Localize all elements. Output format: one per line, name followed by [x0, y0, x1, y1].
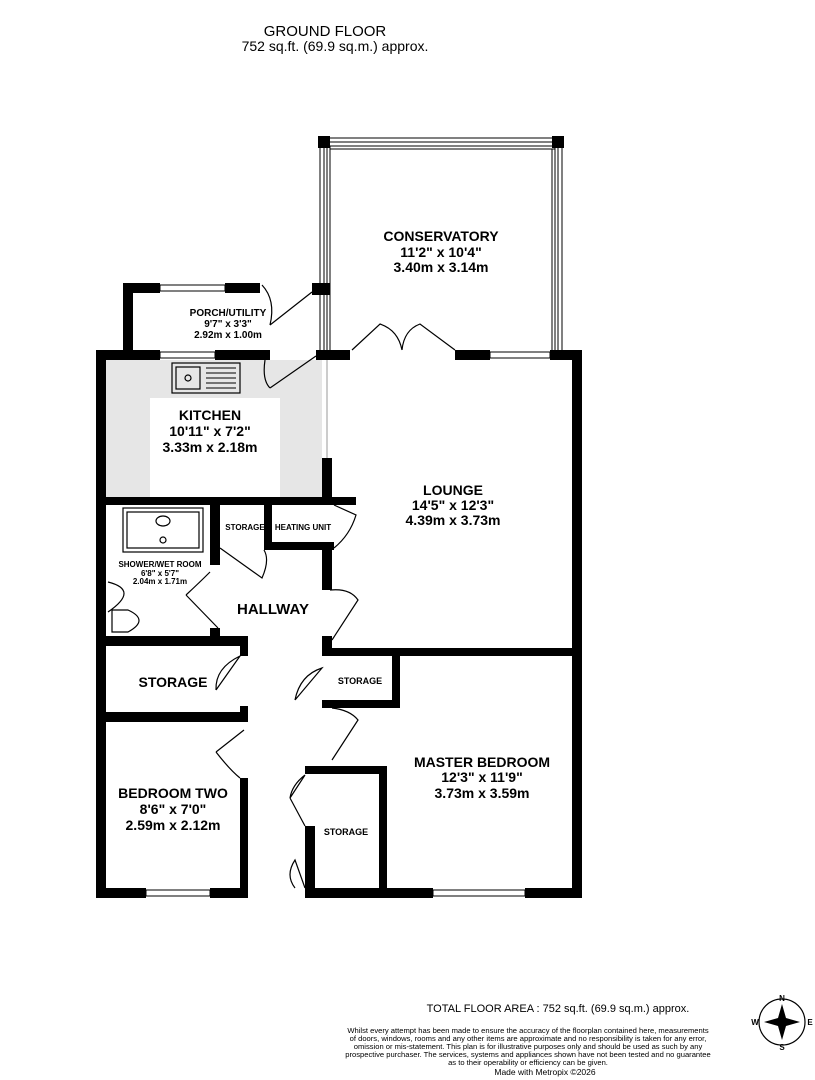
floor-area: 752 sq.ft. (69.9 sq.m.) approx. [242, 38, 429, 54]
svg-text:8'6" x 7'0": 8'6" x 7'0" [140, 801, 207, 817]
room-bedroom-two: BEDROOM TWO 8'6" x 7'0" 2.59m x 2.12m [118, 785, 228, 833]
svg-text:of doors, windows, rooms and a: of doors, windows, rooms and any other i… [350, 1034, 707, 1043]
svg-text:LOUNGE: LOUNGE [423, 482, 483, 498]
svg-text:2.59m x 2.12m: 2.59m x 2.12m [126, 817, 221, 833]
svg-text:PORCH/UTILITY: PORCH/UTILITY [190, 308, 267, 319]
room-storage-hall: STORAGE [225, 523, 265, 532]
svg-text:11'2" x 10'4": 11'2" x 10'4" [400, 244, 481, 260]
svg-text:E: E [807, 1018, 813, 1027]
svg-text:S: S [779, 1043, 785, 1052]
svg-text:10'11" x 7'2": 10'11" x 7'2" [169, 423, 250, 439]
room-storage-lounge: STORAGE [338, 676, 382, 686]
svg-text:3.40m x 3.14m: 3.40m x 3.14m [394, 259, 489, 275]
svg-text:omission or mis-statement. Thi: omission or mis-statement. This plan is … [354, 1042, 703, 1051]
svg-text:Whilst every attempt has been: Whilst every attempt has been made to en… [347, 1026, 709, 1035]
total-floor-area: TOTAL FLOOR AREA : 752 sq.ft. (69.9 sq.m… [427, 1003, 690, 1015]
walls [96, 283, 582, 898]
svg-text:KITCHEN: KITCHEN [179, 407, 241, 423]
svg-text:as to their operability or eff: as to their operability or efficiency ca… [448, 1058, 608, 1067]
svg-text:3.73m x 3.59m: 3.73m x 3.59m [435, 785, 530, 801]
room-porch: PORCH/UTILITY 9'7" x 3'3" 2.92m x 1.00m [190, 308, 267, 341]
toilet-icon [111, 609, 140, 633]
svg-text:14'5" x 12'3": 14'5" x 12'3" [412, 497, 494, 513]
windows [145, 284, 551, 897]
shower-tray-icon [122, 507, 204, 553]
kitchen-worktops [106, 360, 322, 497]
svg-text:2.92m x 1.00m: 2.92m x 1.00m [194, 330, 262, 341]
svg-text:9'7" x 3'3": 9'7" x 3'3" [204, 319, 252, 330]
room-conservatory: CONSERVATORY 11'2" x 10'4" 3.40m x 3.14m [383, 228, 499, 275]
svg-text:12'3" x 11'9": 12'3" x 11'9" [441, 769, 522, 785]
svg-text:6'8" x 5'7": 6'8" x 5'7" [141, 569, 179, 578]
svg-text:W: W [751, 1018, 759, 1027]
floor-title: GROUND FLOOR [264, 23, 387, 40]
disclaimer: Whilst every attempt has been made to en… [345, 1026, 710, 1067]
svg-text:SHOWER/WET ROOM: SHOWER/WET ROOM [118, 560, 201, 569]
credit: Made with Metropix ©2026 [494, 1067, 596, 1077]
washbasin-icon [107, 581, 125, 613]
room-lounge: LOUNGE 14'5" x 12'3" 4.39m x 3.73m [406, 482, 501, 528]
svg-text:CONSERVATORY: CONSERVATORY [383, 228, 499, 244]
svg-text:prospective purchaser. The ser: prospective purchaser. The services, sys… [345, 1050, 710, 1059]
svg-text:4.39m x 3.73m: 4.39m x 3.73m [406, 512, 501, 528]
compass-rose-icon: N E S W [751, 994, 813, 1052]
room-hallway: HALLWAY [237, 601, 309, 618]
room-storage-left: STORAGE [139, 674, 208, 690]
svg-text:BEDROOM TWO: BEDROOM TWO [118, 785, 228, 801]
room-master-bedroom: MASTER BEDROOM 12'3" x 11'9" 3.73m x 3.5… [414, 754, 550, 801]
svg-text:3.33m x 2.18m: 3.33m x 2.18m [163, 439, 258, 455]
room-storage-master: STORAGE [324, 827, 368, 837]
room-shower: SHOWER/WET ROOM 6'8" x 5'7" 2.04m x 1.71… [118, 560, 201, 586]
svg-text:2.04m x 1.71m: 2.04m x 1.71m [133, 577, 187, 586]
room-kitchen: KITCHEN 10'11" x 7'2" 3.33m x 2.18m [163, 407, 258, 455]
doors [185, 284, 456, 889]
sink-icon [171, 362, 241, 394]
room-heating-unit: HEATING UNIT [275, 523, 331, 532]
svg-text:MASTER BEDROOM: MASTER BEDROOM [414, 754, 550, 770]
svg-text:N: N [779, 994, 785, 1003]
